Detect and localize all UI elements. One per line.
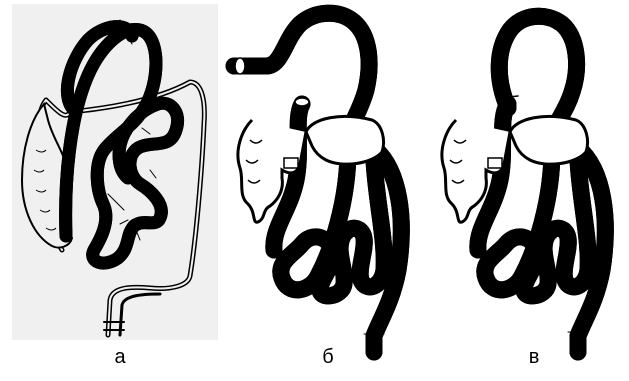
panel-a-caption: а xyxy=(100,346,140,369)
intestine-tube xyxy=(478,16,605,352)
panel-b-caption: б xyxy=(308,346,348,369)
panel-a-drawing xyxy=(0,0,222,381)
panel-b: б xyxy=(222,0,422,381)
panel-a: а xyxy=(0,0,222,381)
panel-c-caption: в xyxy=(514,346,554,369)
organ-mass xyxy=(442,116,588,222)
panel-b-drawing xyxy=(222,0,422,381)
panel-c: в xyxy=(422,0,629,381)
panel-c-drawing xyxy=(422,0,629,381)
organ-mass xyxy=(238,116,384,222)
